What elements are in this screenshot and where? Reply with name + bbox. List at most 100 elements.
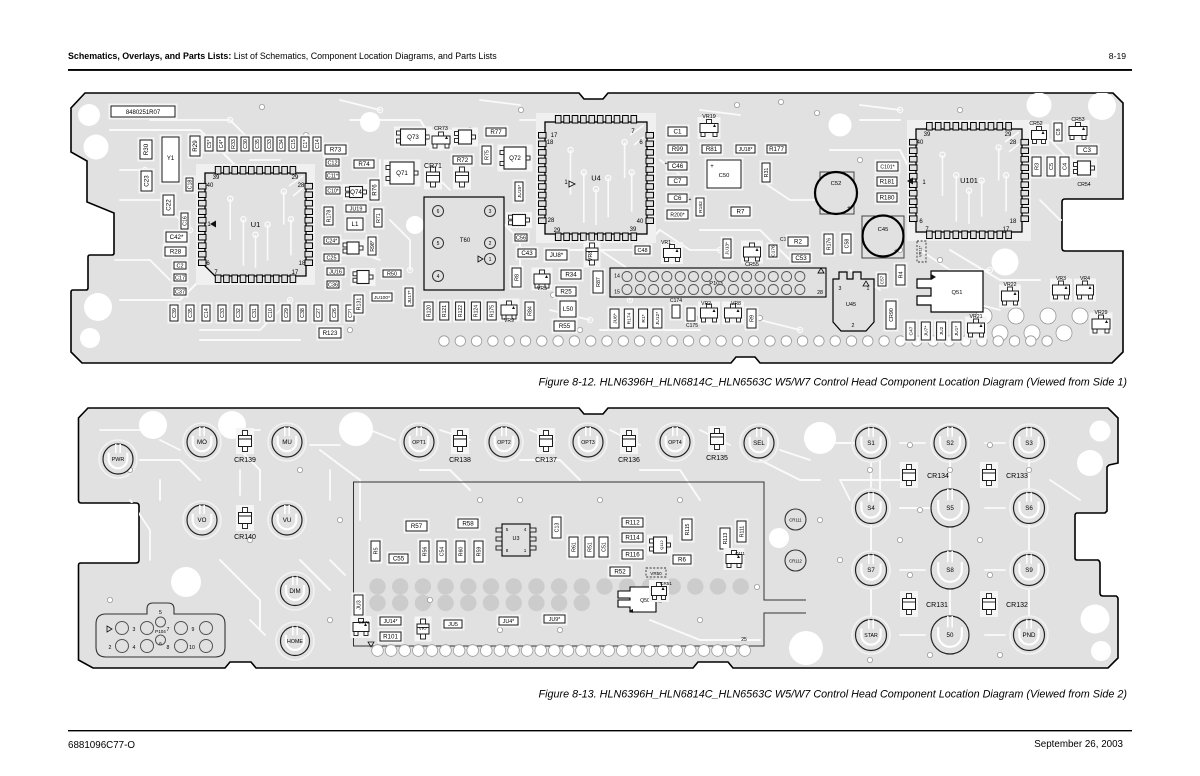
svg-text:R84: R84 (527, 306, 533, 316)
svg-text:S8: S8 (946, 567, 954, 574)
svg-text:CR112: CR112 (789, 559, 802, 564)
svg-text:10: 10 (189, 645, 195, 651)
svg-text:C5*: C5* (207, 140, 213, 149)
svg-text:C17: C17 (175, 276, 185, 282)
svg-text:CR53: CR53 (1071, 117, 1084, 123)
svg-text:C10: C10 (268, 308, 274, 318)
svg-text:R74: R74 (358, 161, 370, 168)
svg-text:JU12*: JU12* (655, 312, 661, 325)
svg-text:C12: C12 (327, 161, 337, 167)
svg-text:Y1: Y1 (167, 156, 175, 162)
svg-text:29: 29 (554, 228, 561, 234)
svg-text:Figure 8-13. HLN6396H_HLN6814C: Figure 8-13. HLN6396H_HLN6814C_HLN6563C … (538, 689, 1127, 701)
svg-text:3: 3 (133, 627, 136, 633)
svg-text:S7: S7 (867, 567, 875, 574)
svg-text:VR11*: VR11* (918, 245, 923, 257)
svg-text:CR71: CR71 (424, 163, 442, 170)
svg-text:VR5: VR5 (537, 286, 547, 292)
svg-text:C48: C48 (637, 248, 647, 254)
svg-text:September 26, 2003: September 26, 2003 (1034, 739, 1123, 750)
svg-text:VO: VO (198, 517, 207, 524)
svg-text:JU2: JU2 (939, 326, 945, 335)
svg-text:1: 1 (922, 180, 926, 186)
svg-text:39: 39 (213, 175, 220, 181)
svg-text:VR29: VR29 (1095, 310, 1108, 316)
svg-text:+: + (894, 248, 898, 255)
svg-text:C36: C36 (328, 283, 338, 289)
svg-text:VR9: VR9 (504, 318, 514, 324)
svg-text:8-19: 8-19 (1109, 51, 1126, 61)
svg-text:C30: C30 (243, 139, 249, 149)
svg-text:C14: C14 (315, 139, 321, 149)
svg-text:29: 29 (292, 175, 299, 181)
svg-text:Q73: Q73 (407, 134, 419, 141)
svg-text:R81: R81 (706, 146, 718, 153)
svg-text:JU13*: JU13* (725, 242, 730, 255)
svg-text:28: 28 (298, 183, 305, 189)
svg-text:P104: P104 (155, 629, 166, 634)
svg-text:C56: C56 (516, 236, 526, 242)
svg-text:JU9*: JU9* (549, 617, 560, 623)
svg-text:C26: C26 (332, 308, 338, 318)
svg-text:CR136: CR136 (618, 457, 640, 464)
svg-text:C11*: C11* (327, 173, 338, 179)
svg-text:R2: R2 (794, 239, 802, 246)
svg-text:R30: R30 (143, 143, 150, 155)
svg-text:OPT3: OPT3 (581, 440, 595, 446)
svg-text:40: 40 (917, 140, 924, 146)
svg-text:JU18*: JU18* (739, 147, 753, 153)
svg-text:JU14*: JU14* (384, 619, 398, 625)
svg-text:R182: R182 (698, 201, 704, 213)
svg-text:C53: C53 (795, 255, 807, 262)
svg-text:C45: C45 (878, 227, 889, 233)
svg-text:C51: C51 (601, 542, 607, 552)
svg-text:18: 18 (547, 140, 554, 146)
svg-text:R76: R76 (372, 184, 379, 196)
svg-text:C2: C2 (176, 264, 183, 270)
svg-text:4: 4 (437, 274, 440, 280)
svg-text:+: + (847, 205, 851, 212)
svg-text:R5: R5 (374, 547, 380, 554)
svg-text:2: 2 (109, 645, 112, 651)
svg-text:17: 17 (551, 133, 558, 139)
svg-text:1: 1 (867, 286, 870, 292)
svg-text:DIM: DIM (289, 588, 300, 595)
svg-text:3: 3 (839, 286, 842, 292)
svg-text:R3: R3 (1035, 163, 1041, 170)
svg-text:C33: C33 (267, 139, 273, 149)
svg-text:C16: C16 (182, 216, 188, 226)
svg-text:R177: R177 (769, 146, 784, 153)
svg-text:8: 8 (506, 548, 509, 553)
svg-text:CR76: CR76 (359, 620, 370, 625)
svg-text:C47: C47 (908, 326, 914, 335)
svg-text:C32: C32 (236, 308, 242, 318)
svg-text:VR8: VR8 (588, 251, 594, 262)
svg-text:PWR: PWR (112, 457, 125, 463)
svg-text:CR140: CR140 (234, 534, 256, 541)
svg-text:5: 5 (159, 610, 162, 616)
svg-text:CR90: CR90 (889, 308, 895, 322)
svg-text:CR133: CR133 (1006, 473, 1028, 480)
svg-text:R98*: R98* (370, 240, 376, 251)
svg-text:P103: P103 (709, 281, 723, 287)
svg-text:6: 6 (639, 140, 643, 146)
svg-text:6: 6 (437, 209, 440, 215)
svg-text:R120: R120 (426, 305, 432, 317)
svg-text:7: 7 (167, 627, 170, 633)
svg-text:R6: R6 (678, 557, 686, 564)
svg-text:C3: C3 (1083, 147, 1091, 154)
svg-text:VR2: VR2 (701, 301, 711, 307)
svg-text:Q71: Q71 (396, 170, 408, 177)
svg-text:CR52: CR52 (1029, 121, 1042, 127)
svg-text:R52: R52 (614, 569, 626, 576)
svg-text:R57: R57 (411, 523, 423, 530)
svg-text:C38: C38 (300, 308, 306, 318)
svg-text:28: 28 (1010, 140, 1017, 146)
svg-text:PND: PND (1022, 632, 1036, 639)
svg-text:MO: MO (197, 439, 207, 446)
svg-text:C5: C5 (1049, 163, 1055, 170)
svg-text:R116: R116 (625, 552, 640, 559)
svg-text:Q50: Q50 (640, 598, 650, 604)
svg-text:VR50: VR50 (650, 571, 662, 576)
svg-text:OPT2: OPT2 (497, 440, 511, 446)
